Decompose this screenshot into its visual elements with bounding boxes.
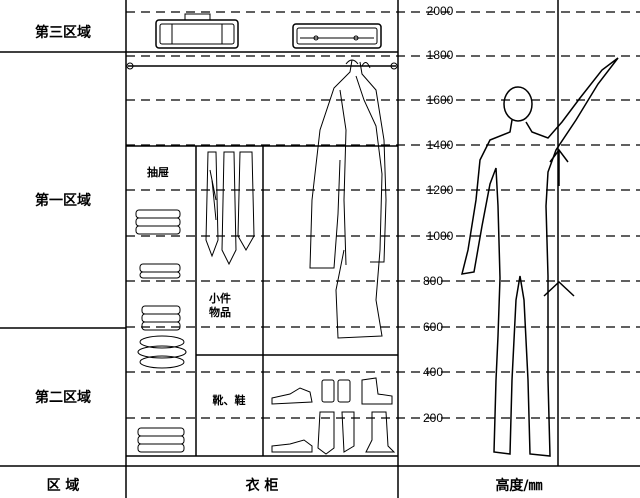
rod-end-left (126, 62, 134, 70)
tick-1000: 1000 (427, 229, 454, 243)
hanging-coats-icon (309, 59, 387, 339)
wardrobe-footer-label: 衣 柜 (246, 477, 279, 494)
zone-first-label: 第一区域 (35, 192, 91, 209)
tick-600: 600 (423, 320, 443, 334)
shoes-icon (271, 377, 396, 455)
small-items-label-1: 小件 (208, 291, 231, 305)
arrow-up-lower-icon (543, 280, 575, 297)
zone-third-label: 第三区域 (35, 24, 91, 41)
human-figure-icon (460, 57, 619, 457)
shoes-label: 靴、鞋 (213, 393, 246, 407)
ties-icon (205, 151, 255, 266)
height-gridlines (126, 11, 640, 419)
small-items-label-2: 物品 (209, 305, 231, 319)
tick-800: 800 (423, 274, 443, 288)
suitcase-right-icon (292, 23, 382, 49)
tick-200: 200 (423, 411, 443, 425)
rod-end-right (390, 62, 398, 70)
height-tick-labels: 2000 1800 1600 1400 1200 1000 800 600 40… (423, 4, 454, 425)
suitcase-left-icon (155, 13, 239, 49)
tick-2000: 2000 (427, 4, 454, 18)
height-footer-label: 高度/㎜ (495, 477, 542, 494)
zone-footer-label: 区 域 (47, 477, 80, 494)
zone-second-label: 第二区域 (35, 389, 91, 406)
folded-clothes-icon (135, 209, 187, 453)
tick-400: 400 (423, 365, 443, 379)
tick-1200: 1200 (427, 183, 454, 197)
tick-1800: 1800 (427, 48, 454, 62)
tick-1600: 1600 (427, 93, 454, 107)
tick-1400: 1400 (427, 138, 454, 152)
drawer-label: 抽屉 (147, 165, 169, 179)
arrow-up-upper-icon (549, 148, 569, 186)
